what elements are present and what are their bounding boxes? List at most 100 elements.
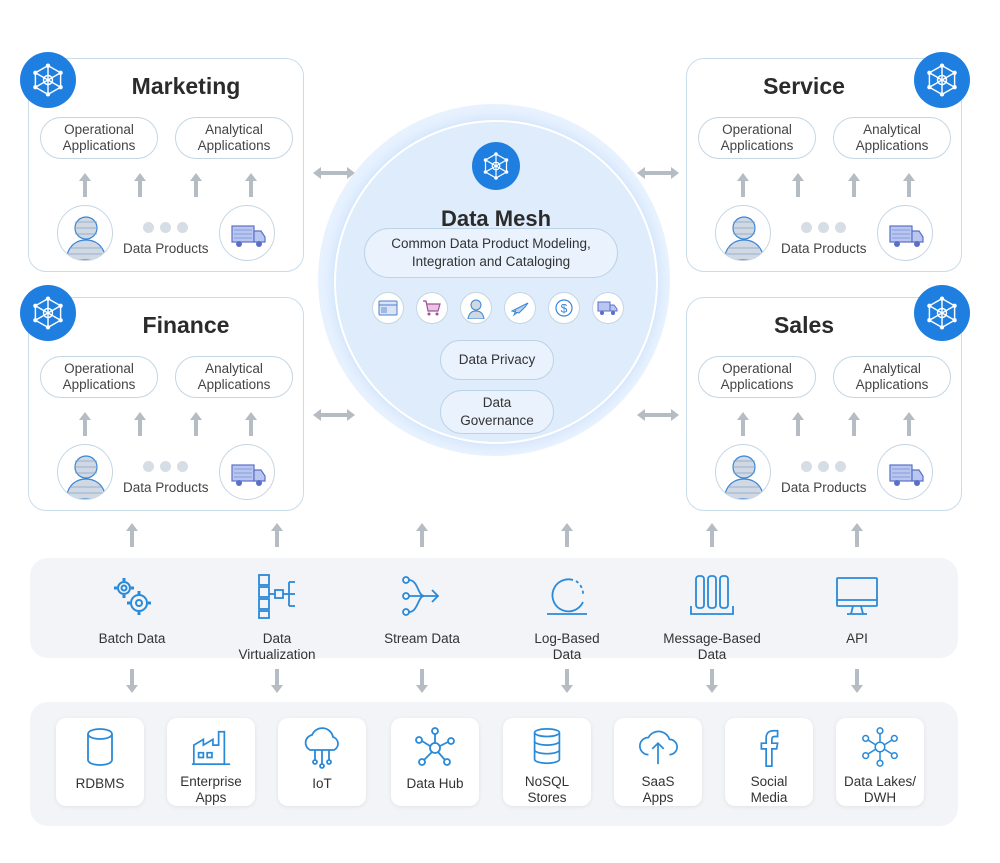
data-virtualization-item: Data Virtualization [212,572,342,663]
stream-data-item: Stream Data [357,572,487,647]
down-arrow-icon [560,668,574,694]
ellipsis-dots [801,461,846,472]
up-arrow-icon [189,411,203,437]
facebook-icon [760,729,779,767]
stream-icon [402,576,440,616]
down-arrow-icon [850,668,864,694]
ingestion-label: Data Virtualization [238,631,316,662]
gears-icon [114,578,151,615]
modeling-cataloging-pill: Common Data Product Modeling, Integratio… [364,228,618,278]
down-arrow-icon [270,668,284,694]
up-arrow-icon [850,522,864,548]
operational-applications-pill: Operational Applications [40,356,158,398]
operational-applications-pill: Operational Applications [698,356,816,398]
up-arrow-icon [244,172,258,198]
up-arrow-icon [847,172,861,198]
datalake-icon [862,727,898,767]
data-privacy-pill: Data Privacy [440,340,554,380]
operational-applications-pill: Operational Applications [40,117,158,159]
up-arrow-icon [270,522,284,548]
up-arrow-icon [791,411,805,437]
monitor-icon [836,577,878,615]
up-arrow-icon [705,522,719,548]
analytical-applications-pill: Analytical Applications [833,117,951,159]
down-arrow-icon [415,668,429,694]
bidirectional-arrow-icon [312,408,356,422]
log-based-data-item: Log-Based Data [502,572,632,663]
up-arrow-icon [78,172,92,198]
ingestion-band [30,558,958,658]
mesh-network-icon [20,52,76,108]
person-icon [460,292,492,324]
domain-title: Marketing [131,73,241,99]
data-products-label: Data Products [781,241,867,256]
bidirectional-arrow-icon [636,166,680,180]
data-lakes-dwh-card: Data Lakes/ DWH [836,718,924,806]
up-arrow-icon [736,411,750,437]
database-icon [87,728,113,766]
batch-data-item: Batch Data [67,572,197,647]
person-avatar-icon [57,444,113,500]
source-label: Data Hub [406,776,464,791]
hub-icon [415,727,455,766]
operational-applications-pill: Operational Applications [698,117,816,159]
source-label: Social Media [750,774,788,805]
mesh-network-icon [472,142,520,190]
up-arrow-icon [78,411,92,437]
plane-icon [504,292,536,324]
nosql-stores-card: NoSQL Stores [503,718,591,806]
domain-title: Service [763,73,845,99]
up-arrow-icon [244,411,258,437]
truck-icon [877,444,933,500]
up-arrow-icon [560,522,574,548]
social-media-card: Social Media [725,718,813,806]
message-icon [690,575,734,615]
rdbms-card: RDBMS [56,718,144,806]
domain-title: Finance [142,312,230,338]
truck-icon [877,205,933,261]
up-arrow-icon [125,522,139,548]
iot-card: IoT [278,718,366,806]
data-hub-card: Data Hub [391,718,479,806]
ingestion-label: API [846,631,868,646]
data-products-label: Data Products [123,241,209,256]
cart-icon [416,292,448,324]
source-label: SaaS Apps [641,774,675,805]
ellipsis-dots [801,222,846,233]
finance-domain-card: Finance Operational Applications Analyti… [28,297,304,511]
ellipsis-dots [143,222,188,233]
up-arrow-icon [189,172,203,198]
saas-cloud-icon [639,730,678,765]
person-avatar-icon [57,205,113,261]
up-arrow-icon [415,522,429,548]
up-arrow-icon [736,172,750,198]
down-arrow-icon [705,668,719,694]
mesh-network-icon [914,285,970,341]
ingestion-label: Stream Data [384,631,460,646]
ingestion-label: Log-Based Data [534,631,600,662]
source-label: Data Lakes/ DWH [843,774,917,805]
up-arrow-icon [133,411,147,437]
up-arrow-icon [847,411,861,437]
api-item: API [792,572,922,647]
data-governance-pill: Data Governance [440,390,554,434]
truck-icon [219,205,275,261]
iot-cloud-icon [304,727,339,769]
sales-domain-card: Sales Operational Applications Analytica… [686,297,962,511]
mesh-network-icon [20,285,76,341]
analytical-applications-pill: Analytical Applications [833,356,951,398]
browser-icon [372,292,404,324]
domain-title: Sales [773,312,835,338]
data-products-label: Data Products [123,480,209,495]
ingestion-label: Message-Based Data [663,631,761,662]
ellipsis-dots [143,461,188,472]
down-arrow-icon [125,668,139,694]
marketing-domain-card: Marketing Operational Applications Analy… [28,58,304,272]
source-label: NoSQL Stores [524,774,570,805]
data-mesh-circle: Data Mesh Common Data Product Modeling, … [334,120,658,444]
nosql-icon [533,728,561,765]
person-avatar-icon [715,205,771,261]
up-arrow-icon [902,411,916,437]
truck-icon [592,292,624,324]
message-based-data-item: Message-Based Data [647,572,777,663]
